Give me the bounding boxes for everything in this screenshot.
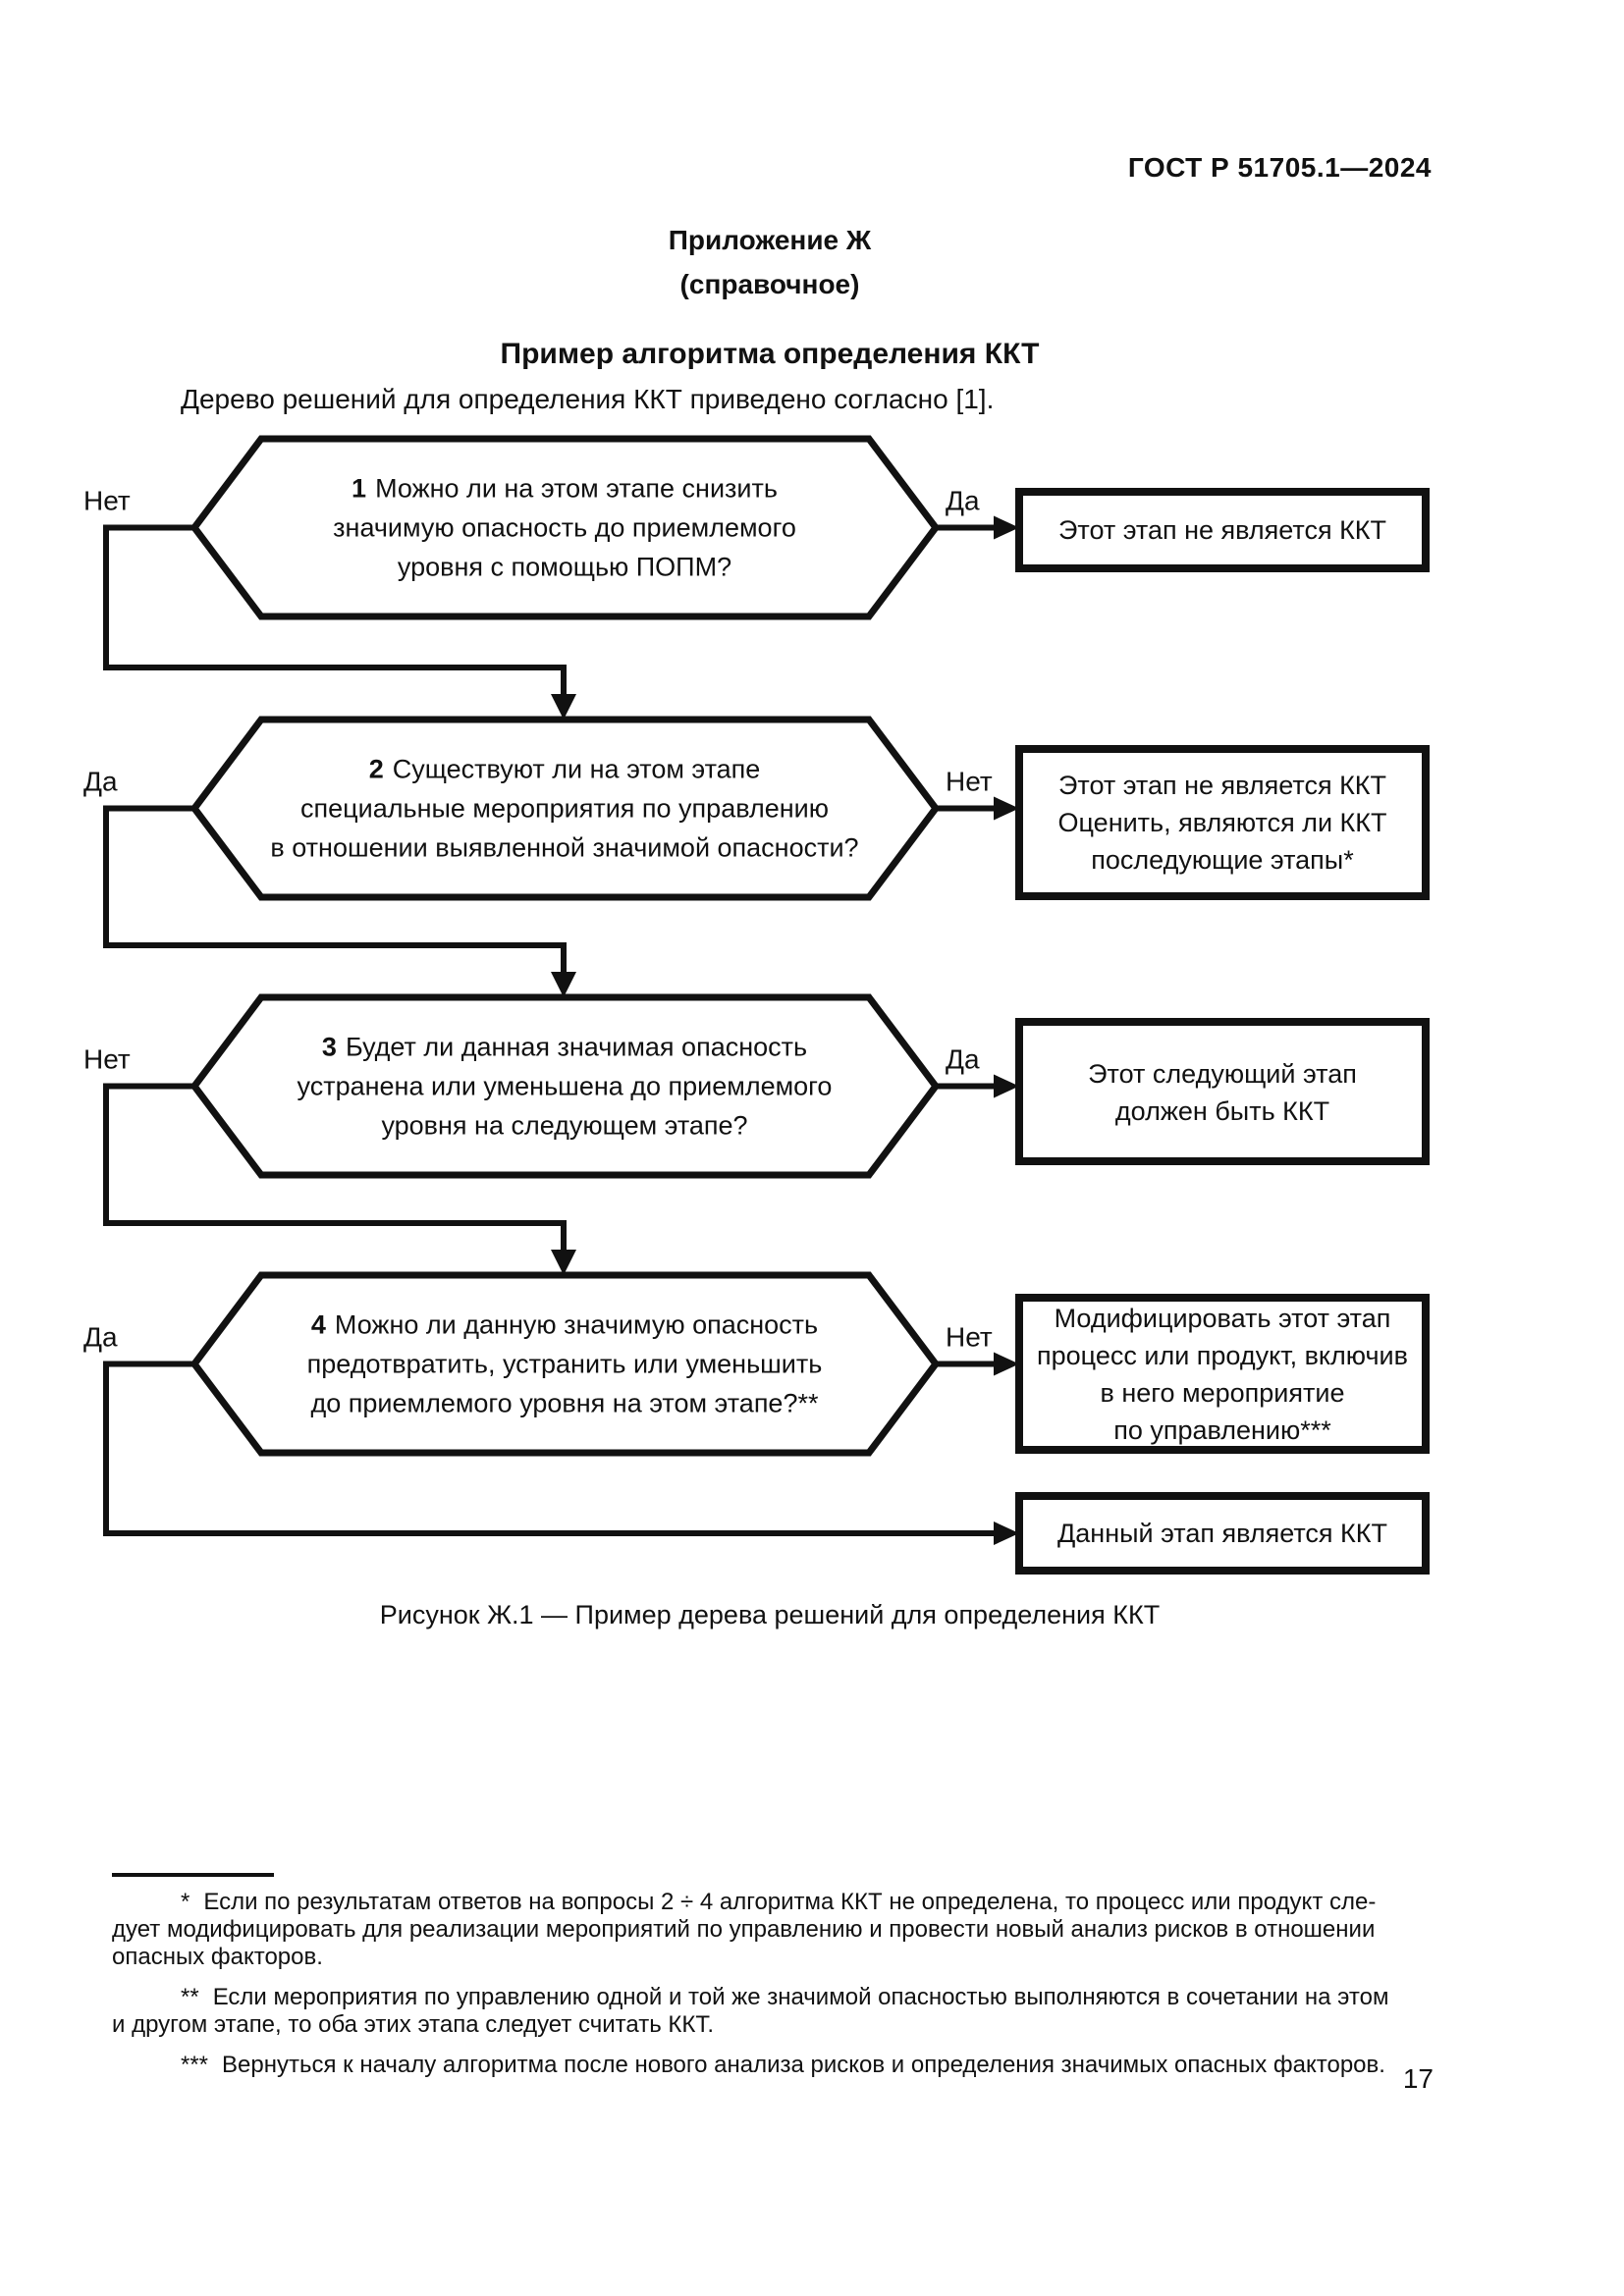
footnote-2: ** Если мероприятия по управлению одной и…: [112, 1984, 1389, 2038]
result-box-4: [1015, 1294, 1430, 1454]
result-1-line-1: Этот этап не является ККТ: [1058, 515, 1386, 545]
connector-yes-q4-to-r5: [103, 1361, 996, 1536]
result-4-line-4: по управлению***: [1113, 1415, 1331, 1445]
footnote-separator-rule: [112, 1873, 274, 1877]
arrowhead-into-r4: [994, 1352, 1019, 1376]
footnote-3-marker: ***: [181, 2052, 209, 2078]
branch-label-no-4: Нет: [946, 1322, 993, 1353]
appendix-heading: Приложение Ж (справочное): [0, 218, 1540, 306]
footnote-2-text: Если мероприятия по управлению одной и т…: [212, 1984, 1389, 2010]
result-4-line-1: Модифицировать этот этап: [1055, 1304, 1391, 1333]
result-box-2: [1015, 745, 1430, 900]
footnotes-block: * Если по результатам ответов на вопросы …: [112, 1873, 1434, 2092]
result-2-line-1: Этот этап не является ККТ: [1058, 771, 1386, 800]
branch-label-yes-3: Да: [946, 1044, 980, 1075]
question-4-line-2: предотвратить, устранить или уменьшить: [307, 1350, 823, 1379]
arrowhead-into-r5: [994, 1522, 1019, 1545]
connector-no-q1-to-q2: [103, 524, 567, 696]
result-3-line-1: Этот следующий этап: [1088, 1059, 1357, 1089]
result-5-line-1: Данный этап является ККТ: [1057, 1519, 1387, 1548]
question-hexagon-4: [189, 1271, 941, 1457]
footnote-1-text: Если по результатам ответов на вопросы 2…: [203, 1889, 1377, 1915]
branch-label-no-3: Нет: [83, 1044, 131, 1075]
question-2-line-3: в отношении выявленной значимой опасност…: [270, 833, 858, 863]
result-3-line-2: должен быть ККТ: [1115, 1096, 1329, 1126]
question-hexagon-1: [189, 435, 941, 620]
result-4-line-2: процесс или продукт, включив: [1037, 1341, 1408, 1370]
arrowhead-into-q2: [551, 694, 576, 720]
intro-paragraph: Дерево решений для определения ККТ приве…: [181, 384, 995, 414]
appendix-title: Приложение Ж: [668, 225, 872, 255]
branch-label-no-1: Нет: [83, 486, 131, 516]
branch-label-no-2: Нет: [946, 767, 993, 797]
appendix-subtitle: (справочное): [679, 269, 860, 299]
result-box-3: [1015, 1018, 1430, 1165]
arrowhead-into-r1: [994, 515, 1019, 540]
question-2-line-2: специальные мероприятия по управлению: [300, 794, 829, 824]
question-1-line-2: значимую опасность до приемлемого: [333, 513, 796, 543]
footnote-1-marker: *: [181, 1889, 190, 1915]
section-title: Пример алгоритма определения ККТ: [500, 338, 1040, 370]
arrowhead-into-r2: [994, 796, 1019, 821]
footnote-3-text: Вернуться к началу алгоритма после новог…: [222, 2052, 1385, 2078]
question-4-line-3: до приемлемого уровня на этом этапе?**: [311, 1389, 819, 1418]
result-box-5: [1015, 1492, 1430, 1575]
arrowhead-into-q3: [551, 972, 576, 997]
question-1-line-3: уровня с помощью ПОПМ?: [398, 553, 731, 582]
connector-no-q3-to-q4: [103, 1083, 567, 1252]
branch-label-yes-1: Да: [946, 486, 980, 516]
page-number: 17: [1402, 2063, 1434, 2094]
footnote-2-marker: **: [181, 1984, 199, 2010]
arrowhead-into-q4: [551, 1250, 576, 1275]
footnote-3: *** Вернуться к началу алгоритма после но…: [112, 2052, 1434, 2079]
result-2-line-2: Оценить, являются ли ККТ: [1058, 808, 1387, 837]
result-2-line-3: последующие этапы*: [1091, 845, 1354, 875]
result-box-1: [1015, 488, 1430, 572]
question-hexagon-3: [189, 993, 941, 1179]
question-3-line-2: устранена или уменьшена до приемлемого: [298, 1072, 833, 1101]
figure-caption: Рисунок Ж.1 — Пример дерева решений для …: [379, 1600, 1161, 1629]
branch-label-yes-2: Да: [83, 767, 118, 797]
document-standard-number: ГОСТ Р 51705.1—2024: [1127, 152, 1432, 183]
arrowhead-into-r3: [994, 1074, 1019, 1098]
branch-label-yes-4: Да: [83, 1322, 118, 1353]
question-3-line-3: уровня на следующем этапе?: [381, 1111, 747, 1141]
question-hexagon-2: [189, 716, 941, 901]
connector-yes-q2-to-q3: [103, 805, 567, 974]
result-4-line-3: в него мероприятие: [1101, 1378, 1345, 1408]
footnote-1: * Если по результатам ответов на вопросы …: [112, 1889, 1377, 1970]
